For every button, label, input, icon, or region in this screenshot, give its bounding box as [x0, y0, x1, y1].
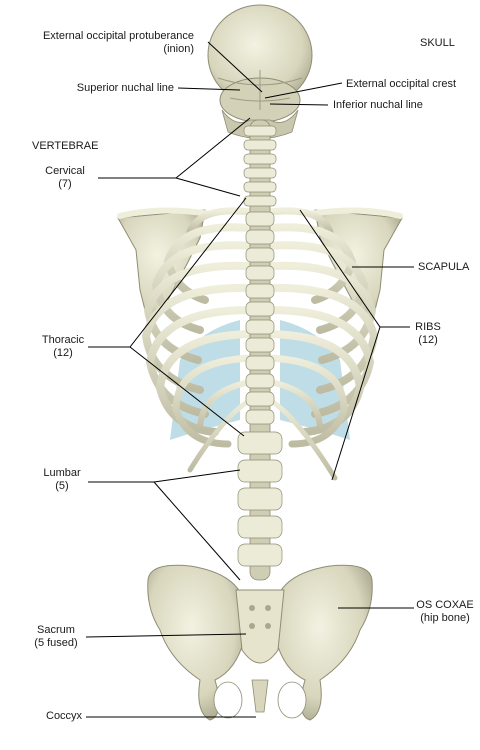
label-ribs: RIBS (12)	[408, 321, 448, 347]
label-line: Thoracic	[41, 334, 85, 346]
label-line: External occipital protuberance	[42, 30, 194, 42]
label-external-occipital-protuberance: External occipital protuberance (inion)	[0, 30, 194, 56]
label-cervical: Cervical (7)	[34, 165, 96, 191]
label-inferior-nuchal-line: Inferior nuchal line	[333, 99, 423, 111]
label-lumbar: Lumbar (5)	[36, 467, 88, 493]
label-scapula: SCAPULA	[418, 261, 470, 273]
label-line: Lumbar	[43, 467, 81, 479]
label-skull: SKULL	[420, 37, 455, 49]
label-external-occipital-crest: External occipital crest	[346, 78, 457, 90]
label-line: (12)	[418, 334, 438, 346]
label-line: Cervical	[45, 165, 85, 177]
leader-lines	[85, 41, 414, 718]
label-line: RIBS	[415, 321, 441, 333]
vertebral-column	[237, 119, 283, 581]
label-line: OS COXAE	[416, 599, 474, 611]
label-superior-nuchal-line: Superior nuchal line	[76, 82, 174, 94]
label-thoracic: Thoracic (12)	[32, 334, 94, 360]
skull-shape	[207, 4, 313, 139]
label-line: (5)	[55, 480, 69, 492]
label-line: (7)	[58, 178, 72, 190]
label-line: (hip bone)	[420, 612, 470, 624]
label-os-coxae: OS COXAE (hip bone)	[414, 599, 476, 625]
label-sacrum: Sacrum (5 fused)	[26, 624, 86, 650]
label-line: (5 fused)	[34, 637, 78, 649]
label-line: Sacrum	[37, 624, 75, 636]
rib-cage	[141, 207, 379, 481]
label-line: (inion)	[163, 43, 194, 55]
label-vertebrae: VERTEBRAE	[32, 140, 99, 152]
label-line: (12)	[53, 347, 73, 359]
pelvis-shape	[147, 564, 373, 721]
label-coccyx: Coccyx	[46, 710, 83, 722]
